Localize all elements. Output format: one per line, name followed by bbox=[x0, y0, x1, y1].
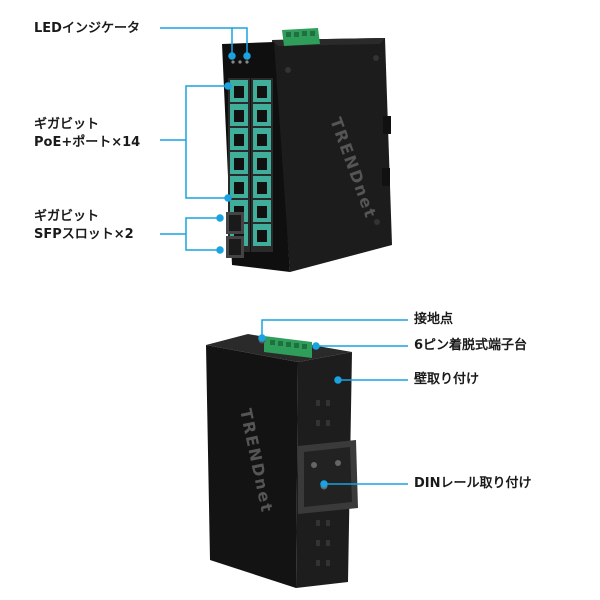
label-led-indicator: LEDインジケータ bbox=[34, 21, 140, 36]
sfp-slots bbox=[226, 212, 244, 258]
terminal-block-bottom bbox=[264, 336, 312, 358]
label-terminal-block: 6ピン着脱式端子台 bbox=[414, 338, 528, 353]
bottom-callout-lines bbox=[258, 319, 408, 488]
label-sfp-line1: ギガビット bbox=[34, 209, 100, 224]
label-wall-mount: 壁取り付け bbox=[414, 372, 480, 387]
screw-icon bbox=[285, 67, 291, 73]
label-din-rail-mount: DINレール取り付け bbox=[414, 476, 532, 491]
top-callout-lines bbox=[160, 27, 251, 254]
led-icon bbox=[238, 60, 242, 64]
label-poe-line2: PoE+ポート×14 bbox=[34, 135, 141, 150]
top-switch-device: TRENDnet bbox=[222, 28, 392, 272]
led-icon bbox=[245, 60, 249, 64]
rj45-ports bbox=[228, 78, 273, 252]
terminal-block-top bbox=[282, 28, 320, 46]
screw-icon bbox=[311, 462, 317, 468]
screw-icon bbox=[373, 55, 379, 61]
led-icon bbox=[231, 60, 235, 64]
label-ground-point: 接地点 bbox=[414, 312, 454, 327]
screw-icon bbox=[335, 460, 341, 466]
bottom-switch-device: TRENDnet bbox=[206, 334, 358, 588]
din-rail-bracket bbox=[298, 440, 358, 514]
label-poe-line1: ギガビット bbox=[34, 117, 100, 132]
label-sfp-line2: SFPスロット×2 bbox=[34, 227, 134, 242]
screw-icon bbox=[374, 219, 380, 225]
